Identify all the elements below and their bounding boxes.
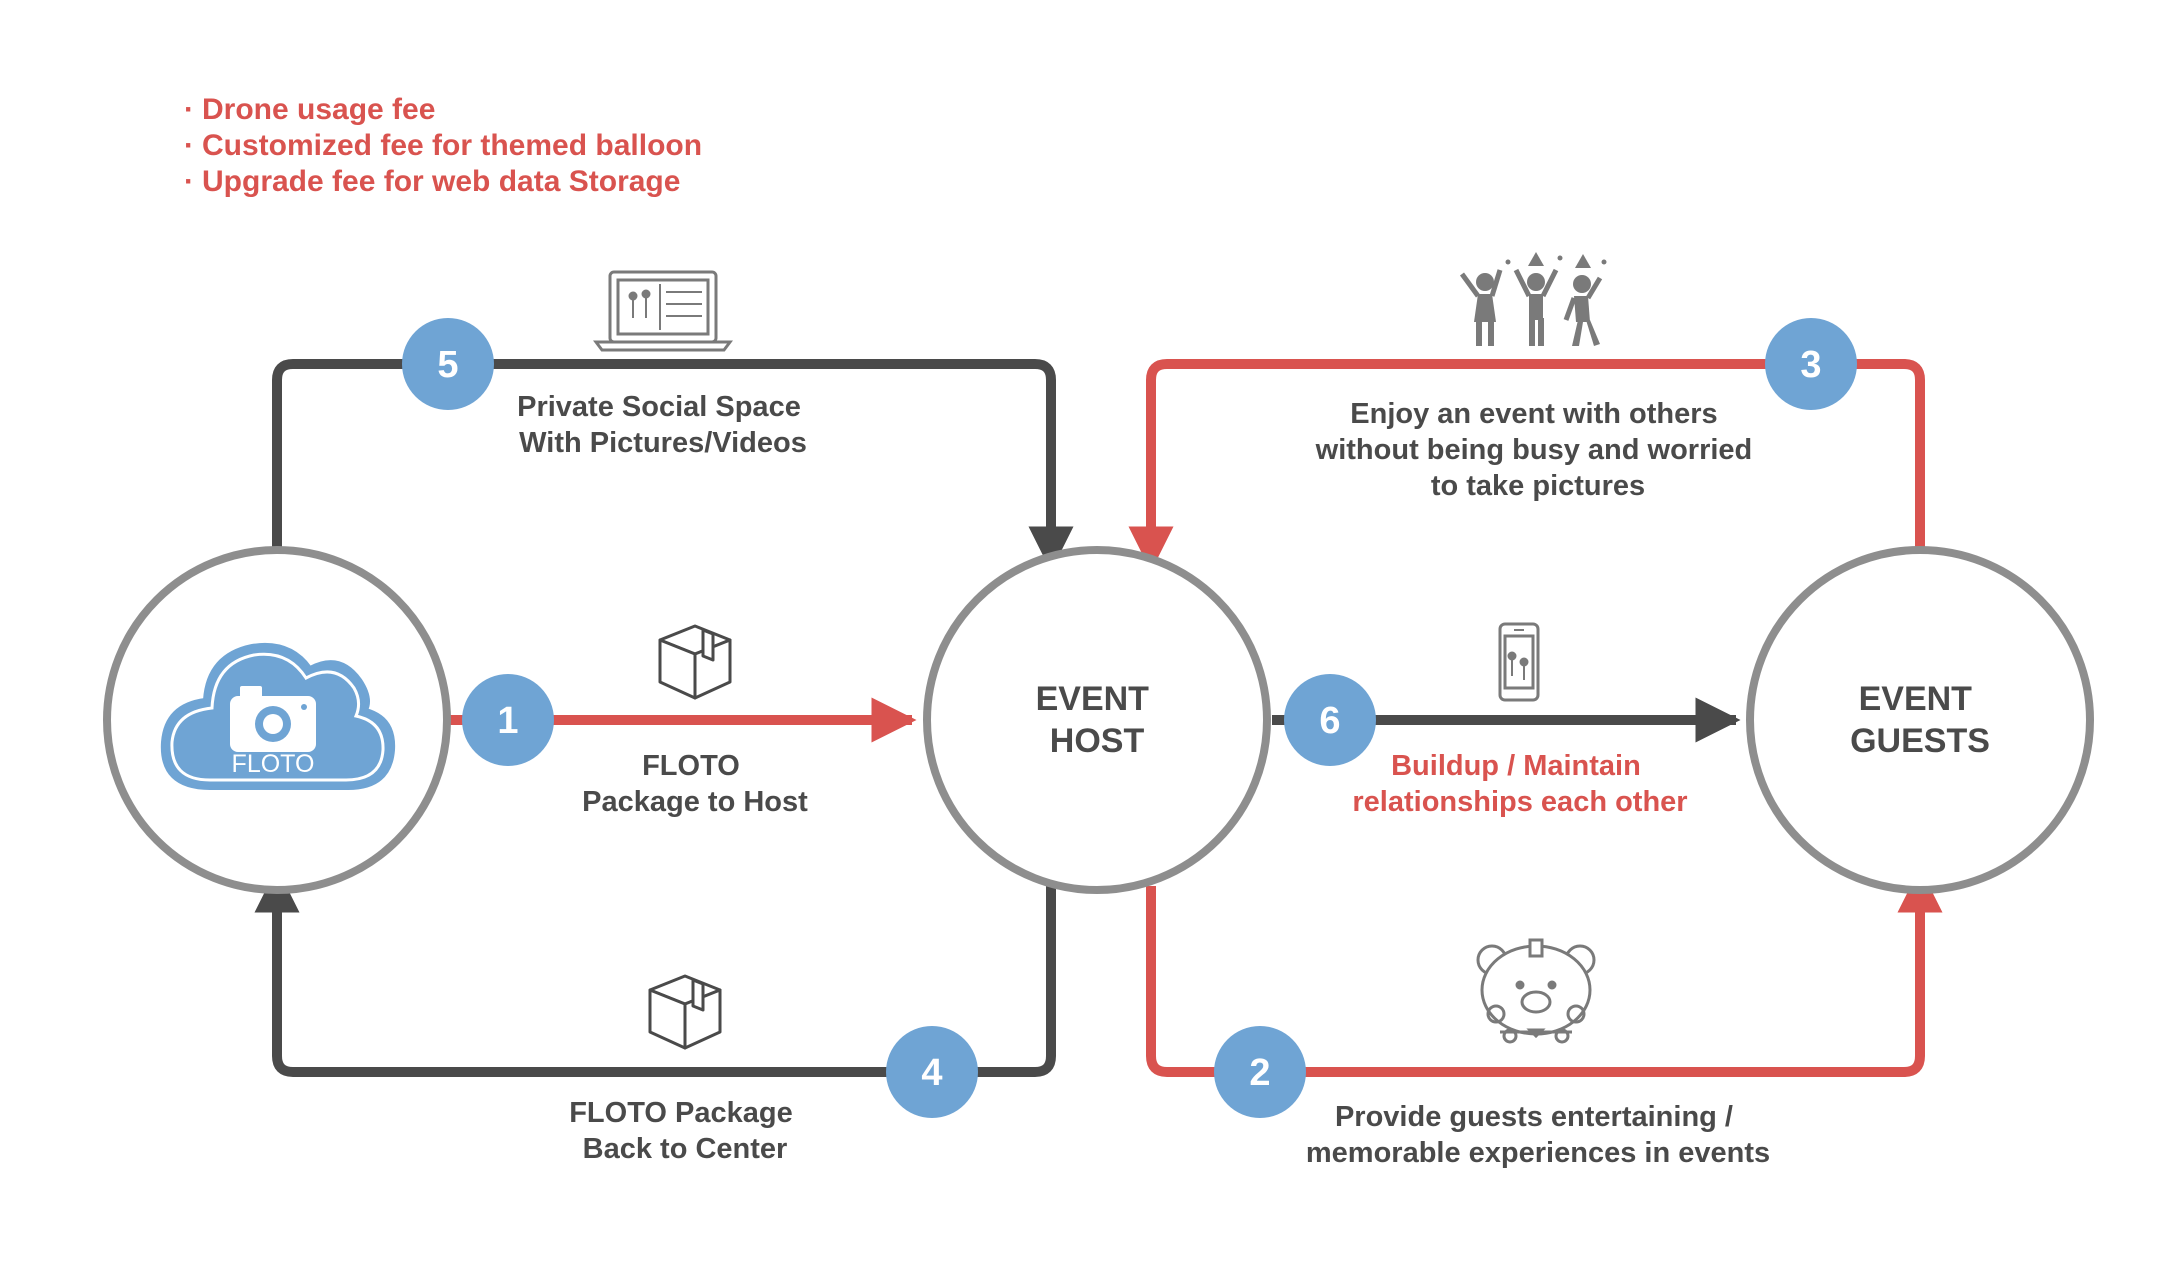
fee-item: ·Upgrade fee for web data Storage xyxy=(184,165,681,198)
step4-label: FLOTO Package Back to Center xyxy=(569,1097,801,1165)
connector-step4 xyxy=(254,867,1056,1077)
connector-step5 xyxy=(272,359,1074,572)
package-box-icon xyxy=(658,624,732,700)
fee-item: ·Drone usage fee xyxy=(184,93,436,126)
event-guests-label: EVENT GUESTS xyxy=(1850,680,1990,760)
fee-list: ·Drone usage fee ·Customized fee for the… xyxy=(184,92,702,200)
step-badge-2: 2 xyxy=(1214,1026,1306,1118)
smartphone-icon xyxy=(1498,622,1540,702)
step3-label: Enjoy an event with others without being… xyxy=(1315,398,1761,502)
floto-logo-text: FLOTO xyxy=(232,750,315,778)
step-badge-1: 1 xyxy=(462,674,554,766)
party-people-icon xyxy=(1459,252,1607,346)
package-box-icon xyxy=(648,974,722,1050)
svg-text:1: 1 xyxy=(497,700,518,742)
event-host-circle xyxy=(923,546,1271,894)
step-badge-3: 3 xyxy=(1765,318,1857,410)
svg-text:5: 5 xyxy=(437,344,458,386)
step1-label: FLOTO Package to Host xyxy=(582,750,808,818)
step-badge-6: 6 xyxy=(1284,674,1376,766)
step6-label: Buildup / Maintain relationships each ot… xyxy=(1352,750,1687,818)
svg-text:4: 4 xyxy=(921,1052,942,1094)
step2-label: Provide guests entertaining / memorable … xyxy=(1306,1101,1770,1169)
svg-text:6: 6 xyxy=(1319,700,1340,742)
fee-item: ·Customized fee for themed balloon xyxy=(184,129,703,162)
connector-step2 xyxy=(1146,867,1943,1077)
svg-text:2: 2 xyxy=(1249,1052,1270,1094)
cloud-camera-icon: FLOTO xyxy=(160,643,396,790)
step5-label: Private Social Space With Pictures/Video… xyxy=(517,391,809,459)
event-guests-circle xyxy=(1746,546,2094,894)
bear-drone-icon xyxy=(1476,938,1596,1044)
event-host-label: EVENT HOST xyxy=(1036,680,1159,760)
connector-step3 xyxy=(1128,359,1925,572)
step-badge-5: 5 xyxy=(402,318,494,410)
step-badge-4: 4 xyxy=(886,1026,978,1118)
svg-text:3: 3 xyxy=(1800,344,1821,386)
laptop-icon xyxy=(593,270,733,352)
